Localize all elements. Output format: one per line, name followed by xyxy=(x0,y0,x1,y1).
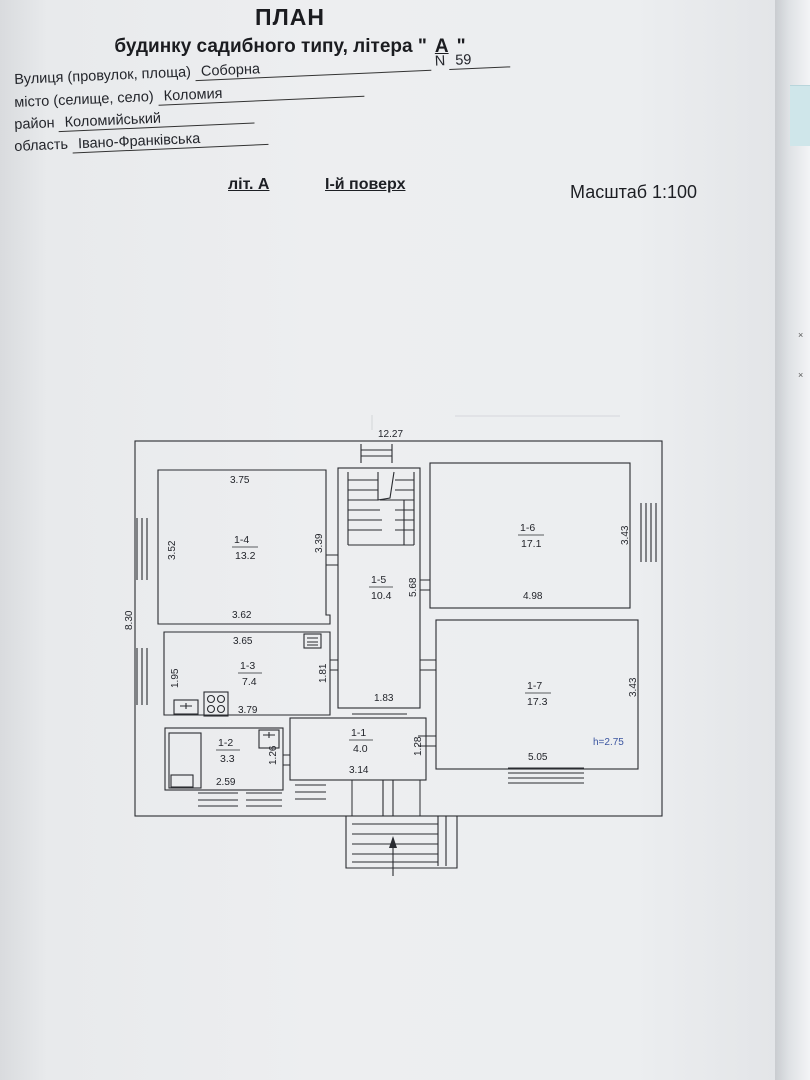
fixtures xyxy=(168,633,322,789)
room-1-2-outline xyxy=(164,727,284,791)
door-marks xyxy=(283,554,436,816)
room-1-5-id: 1-5 xyxy=(371,574,386,586)
room-1-3-right-dim: 1.81 xyxy=(318,663,329,683)
document-sheet xyxy=(0,0,790,1080)
edge-mark: × xyxy=(798,330,804,340)
room-1-6: 1-6 17.1 3.43 4.98 xyxy=(518,522,631,602)
room-1-2: 1-2 3.3 1.26 2.59 xyxy=(216,737,279,788)
room-1-3-left-dim: 1.95 xyxy=(170,668,181,688)
room-1-5-area: 10.4 xyxy=(371,590,392,602)
room-1-7-outline xyxy=(435,619,639,770)
room-1-1-outline xyxy=(289,717,427,781)
ceiling-height: h=2.75 xyxy=(593,737,624,748)
room-1-3-area: 7.4 xyxy=(242,676,257,688)
room-1-5: 1-5 10.4 5.68 1.83 xyxy=(369,574,419,704)
room-1-6-bottom-dim: 4.98 xyxy=(523,591,543,602)
room-1-1: 1-1 4.0 1.28 3.14 xyxy=(349,727,424,776)
room-1-4-bottom-dim: 3.62 xyxy=(232,610,252,621)
room-1-3: 3.65 1.95 1.81 3.79 1-3 7.4 xyxy=(170,636,329,716)
document-title: ПЛАН xyxy=(255,4,325,30)
entrance-arrow xyxy=(389,836,397,848)
room-1-7-area: 17.3 xyxy=(527,696,548,708)
subtitle-quote: " xyxy=(456,36,466,57)
room-1-4-outline xyxy=(157,469,331,625)
document-subtitle: будинку садибного типу, літера " А " xyxy=(0,36,580,58)
room-1-6-area: 17.1 xyxy=(521,538,542,550)
porch-lines xyxy=(351,780,421,816)
room-1-2-right-dim: 1.26 xyxy=(268,745,279,765)
liter-heading: літ. А xyxy=(228,176,270,193)
room-1-4-id: 1-4 xyxy=(234,534,249,546)
room-1-6-id: 1-6 xyxy=(520,522,535,534)
subtitle-text: будинку садибного типу, літера " xyxy=(114,36,427,57)
room-1-1-right-dim: 1.28 xyxy=(413,736,424,756)
room-1-3-bottom-dim: 3.79 xyxy=(238,705,258,716)
subtitle-letter: А xyxy=(434,36,449,57)
overall-height: 8.30 xyxy=(124,610,135,630)
next-page-tab xyxy=(790,85,810,146)
room-1-4: 3.75 3.52 3.39 3.62 1-4 13.2 xyxy=(167,475,325,621)
edge-mark: × xyxy=(798,370,804,380)
bleed-through xyxy=(371,415,620,430)
page-edge xyxy=(775,0,810,1080)
room-1-5-right-dim: 5.68 xyxy=(408,577,419,597)
room-1-4-right-dim: 3.39 xyxy=(314,533,325,553)
room-1-6-right-dim: 3.43 xyxy=(620,525,631,545)
outer-wall xyxy=(134,440,663,817)
staircase xyxy=(347,471,415,546)
room-1-7: 1-7 17.3 3.43 5.05 h=2.75 xyxy=(525,677,639,763)
scale-label: Масштаб 1:100 xyxy=(570,182,698,202)
room-1-1-id: 1-1 xyxy=(351,727,366,739)
room-1-3-id: 1-3 xyxy=(240,660,255,672)
floor-heading: І-й поверх xyxy=(325,176,406,193)
room-1-3-top-dim: 3.65 xyxy=(233,636,253,647)
entrance-steps xyxy=(345,816,458,876)
room-1-3-outline xyxy=(163,631,331,716)
room-1-2-bottom-dim: 2.59 xyxy=(216,777,236,788)
room-1-7-bottom-dim: 5.05 xyxy=(528,752,548,763)
room-1-4-area: 13.2 xyxy=(235,550,256,562)
overall-width: 12.27 xyxy=(378,429,403,440)
room-1-4-top-dim: 3.75 xyxy=(230,475,250,486)
windows xyxy=(136,444,657,807)
room-1-5-bottom-dim: 1.83 xyxy=(374,693,394,704)
room-1-2-area: 3.3 xyxy=(220,753,235,765)
room-1-4-left-dim: 3.52 xyxy=(167,540,178,560)
room-1-7-id: 1-7 xyxy=(527,680,542,692)
room-1-6-outline xyxy=(429,462,631,609)
room-1-1-area: 4.0 xyxy=(353,743,368,755)
room-1-2-id: 1-2 xyxy=(218,737,233,749)
room-1-7-right-dim: 3.43 xyxy=(628,677,639,697)
room-1-1-bottom-dim: 3.14 xyxy=(349,765,369,776)
